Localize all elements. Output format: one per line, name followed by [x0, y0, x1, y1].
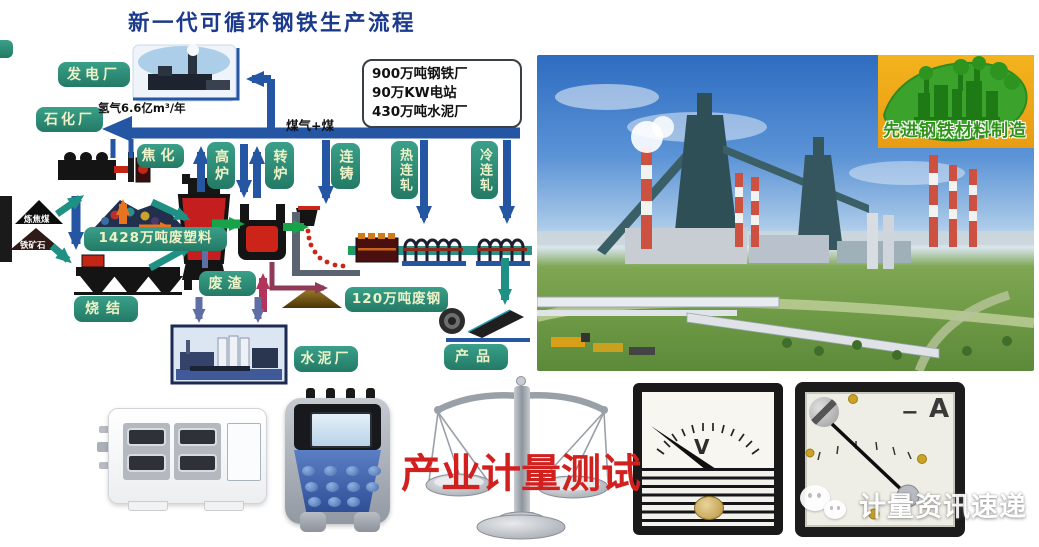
striped-chimneys [641, 147, 977, 249]
spec-line-power: 90万KW电站 [372, 85, 457, 101]
balance-scale [425, 376, 609, 540]
voltmeter-unit-label: V [694, 435, 710, 459]
probe-jack [366, 388, 375, 402]
voltmeter: V [633, 383, 783, 535]
probe-jack [306, 388, 315, 402]
foot [204, 501, 244, 511]
box-coking: 焦化 [137, 144, 184, 168]
ammeter-minus-sign: − [901, 400, 919, 424]
box-hot-rolling: 热连轧 [391, 141, 418, 199]
leg [354, 512, 380, 532]
converter-image [238, 204, 286, 260]
handheld-meter [283, 386, 393, 536]
cement-plant-image [170, 324, 288, 385]
display-panel [123, 423, 170, 480]
slab-mill-image [355, 233, 399, 263]
box-corner-fragment [0, 40, 13, 58]
watermark: 计量资讯速递 [800, 483, 1027, 525]
blank-panel [227, 423, 261, 481]
calibrator-box [95, 388, 270, 513]
spec-line-cement: 430万吨水泥厂 [372, 104, 468, 120]
ammeter-dial [805, 394, 927, 520]
box-petrochemical-plant: 石化厂 [36, 107, 103, 132]
box-product: 产品 [444, 344, 508, 370]
foot [128, 501, 168, 511]
box-scrap-steel: 120万吨废钢 [345, 287, 448, 312]
hot-rolling-stands-image [402, 238, 466, 266]
box-waste-plastic: 1428万吨废塑料 [84, 227, 227, 251]
coking-coal-pile [15, 200, 63, 224]
keypad-button [347, 497, 360, 507]
leaf-icon [882, 56, 1028, 142]
trucks [551, 333, 655, 355]
box-continuous-casting: 连铸 [331, 143, 360, 189]
leaf-badge: 先进钢铁材料制造 [878, 55, 1034, 148]
leg [300, 512, 326, 532]
voltmeter-dial [651, 423, 760, 474]
connector-stub [99, 426, 109, 433]
spec-line-steel: 900万吨钢铁厂 [372, 66, 468, 82]
display-window [180, 430, 215, 444]
ammeter-unit-label: A [929, 394, 950, 424]
box-cement-plant: 水泥厂 [294, 346, 358, 372]
connector-stub [97, 442, 109, 452]
coking-coal-label: 炼焦煤 [24, 215, 50, 225]
connector-stub [99, 462, 109, 469]
display-window [180, 456, 215, 470]
probe-jack [326, 388, 335, 402]
coal-gas-label: 煤气+煤 [286, 118, 334, 133]
keypad-button [305, 482, 318, 492]
keypad-button [308, 497, 321, 507]
ammeter-adjuster [809, 397, 839, 427]
voltmeter-needle [651, 426, 716, 474]
probe-jack [346, 388, 355, 402]
ammeter-needle [830, 422, 908, 496]
edge-pile-fragment [0, 196, 12, 262]
keypad-button [346, 466, 359, 476]
leaf-badge-text: 先进钢铁材料制造 [883, 121, 1027, 141]
keypad-button [324, 466, 337, 476]
flow-arrows [49, 71, 520, 323]
screen [310, 412, 372, 448]
sinter-machine-image [74, 254, 183, 295]
scrap-pile [282, 286, 342, 308]
keypad-button [302, 466, 315, 476]
voltmeter-knob [694, 496, 724, 520]
display-panel [174, 423, 221, 480]
box-power-plant: 发电厂 [58, 62, 130, 87]
box-blast-furnace: 高炉 [207, 142, 235, 189]
box-sintering: 烧结 [74, 296, 138, 322]
iron-ore-label: 铁矿石 [20, 241, 46, 251]
wechat-icon [800, 483, 850, 525]
box-converter: 转炉 [265, 142, 294, 189]
watermark-text: 计量资讯速递 [859, 491, 1027, 523]
display-window [129, 430, 164, 444]
factory-silhouette-icon [914, 67, 1000, 120]
display-window [129, 456, 164, 470]
gold-dots [805, 394, 927, 520]
keypad-button [347, 482, 360, 492]
page-title: 新一代可循环钢铁生产流程 [128, 11, 417, 36]
hydrogen-label: 氢气6.6亿m³/年 [98, 101, 186, 115]
spec-box: 900万吨钢铁厂 90万KW电站 430万吨水泥厂 [362, 59, 522, 128]
box-cold-rolling: 冷连轧 [471, 141, 498, 199]
power-plant-image [132, 44, 240, 102]
product-image [439, 308, 530, 342]
ammeter: A − [795, 382, 965, 537]
industry-metrology-caption: 产业计量测试 [401, 451, 641, 497]
photo-art [537, 84, 1034, 371]
keypad-button [368, 466, 381, 476]
calibrator-body [108, 408, 267, 504]
keypad-button [328, 497, 341, 507]
keypad-button [326, 482, 339, 492]
box-slag: 废渣 [199, 271, 256, 296]
keypad-button [366, 482, 379, 492]
iron-ore-pile [10, 228, 62, 250]
